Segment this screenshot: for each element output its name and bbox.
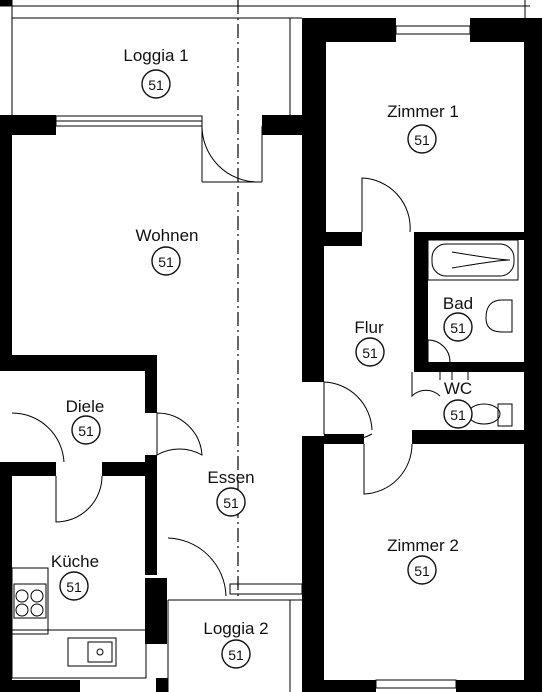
room-number: 51 — [414, 563, 430, 579]
room-kueche: Küche 51 — [51, 552, 99, 601]
room-number: 51 — [148, 77, 164, 93]
room-name: Wohnen — [135, 226, 198, 245]
room-name: Küche — [51, 552, 99, 571]
room-number: 51 — [223, 495, 239, 511]
room-number: 51 — [158, 254, 174, 270]
room-number: 51 — [362, 345, 378, 361]
room-loggia-2: Loggia 2 51 — [203, 619, 269, 669]
room-number: 51 — [228, 647, 244, 663]
room-wohnen: Wohnen 51 — [135, 226, 199, 276]
room-bad: Bad 51 — [443, 294, 473, 342]
room-number: 51 — [450, 320, 466, 336]
room-zimmer-1: Zimmer 1 51 — [387, 102, 459, 154]
room-number: 51 — [78, 423, 94, 439]
room-number: 51 — [450, 407, 466, 423]
room-name: Loggia 2 — [203, 619, 268, 638]
room-name: Flur — [354, 318, 384, 337]
room-name: Bad — [443, 294, 473, 313]
room-number: 51 — [66, 579, 82, 595]
room-zimmer-2: Zimmer 2 51 — [387, 536, 459, 585]
room-name: Zimmer 1 — [387, 102, 459, 121]
room-number: 51 — [414, 132, 430, 148]
room-name: Zimmer 2 — [387, 536, 459, 555]
room-name: Diele — [66, 397, 105, 416]
room-flur: Flur 51 — [354, 318, 385, 367]
room-essen: Essen 51 — [207, 468, 255, 517]
room-diele: Diele 51 — [66, 397, 105, 445]
room-name: Loggia 1 — [123, 46, 188, 65]
room-wc: WC 51 — [443, 379, 473, 429]
door-swings — [11, 125, 451, 597]
room-name: Essen — [207, 468, 254, 487]
room-name: WC — [444, 379, 472, 398]
room-loggia-1: Loggia 1 51 — [123, 46, 189, 99]
